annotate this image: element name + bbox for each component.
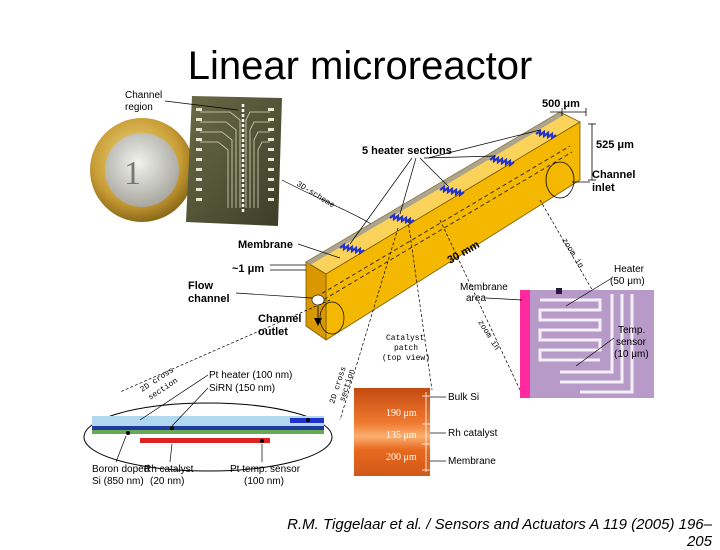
boron-label: Boron doped: [92, 464, 149, 475]
boron-label-2: Si (850 nm): [92, 476, 144, 487]
channel-outlet-label: Channel: [258, 313, 301, 325]
channel-inlet-label: Channel: [592, 169, 635, 181]
heater-label-2: (50 μm): [610, 276, 645, 287]
catalyst-patch-label-2: patch: [394, 344, 418, 353]
chip-photo: [186, 96, 282, 226]
euro-coin: 1: [90, 118, 194, 222]
membrane-thickness-label: ~1 μm: [232, 263, 264, 275]
page-title: Linear microreactor: [187, 44, 533, 88]
height-dimension: 525 μm: [596, 139, 634, 151]
sem-thickness-1: 190 μm: [386, 408, 417, 419]
reactor-bar: [305, 111, 581, 341]
temp-sensor-label: Temp.: [618, 325, 645, 336]
sem-thickness-2: 135 μm: [386, 430, 417, 441]
pt-temp-label: Pt temp. sensor: [230, 464, 301, 475]
membrane-label: Membrane: [238, 239, 293, 251]
rh-catalyst-label: Rh catalyst: [144, 464, 194, 475]
width-dimension: 500 μm: [542, 98, 580, 110]
heater-photo: [520, 288, 654, 398]
flow-channel-label-2: channel: [188, 293, 230, 305]
catalyst-patch-label: Catalyst: [386, 334, 424, 343]
zoom-in-label-1: zoom in: [559, 237, 585, 270]
sem-membrane-label: Membrane: [448, 456, 496, 467]
channel-outlet-label-2: outlet: [258, 326, 288, 338]
channel-inlet-label-2: inlet: [592, 182, 615, 194]
sem-rh-catalyst-label: Rh catalyst: [448, 428, 498, 439]
sem-thickness-3: 200 μm: [386, 452, 417, 463]
sirn-label: SiRN (150 nm): [209, 383, 275, 394]
citation: R.M. Tiggelaar et al. / Sensors and Actu…: [287, 516, 712, 550]
channel-region-label: Channel: [125, 90, 162, 101]
channel-region-label-2: region: [125, 102, 153, 113]
zoom-in-label-2: zoom in: [475, 319, 501, 352]
heater-sections: [339, 128, 557, 256]
membrane-area-label: Membrane: [460, 282, 508, 293]
sem-image: [354, 388, 430, 476]
temp-sensor-label-2: sensor: [616, 337, 647, 348]
heater-label: Heater: [614, 264, 645, 275]
rh-catalyst-label-2: (20 nm): [150, 476, 184, 487]
bulk-si-label: Bulk Si: [448, 392, 479, 403]
heater-sections-label: 5 heater sections: [362, 145, 452, 157]
pt-temp-label-2: (100 nm): [244, 476, 284, 487]
cross-section-2d: [83, 402, 333, 472]
temp-sensor-label-3: (10 μm): [614, 349, 649, 360]
catalyst-patch-label-3: (top view): [382, 354, 430, 363]
flow-channel-label: Flow: [188, 280, 213, 292]
membrane-area-label-2: area: [466, 293, 486, 304]
scheme-3d-label: 3D-scheme: [294, 180, 336, 211]
pt-heater-label: Pt heater (100 nm): [209, 370, 292, 381]
svg-text:1: 1: [124, 155, 141, 192]
